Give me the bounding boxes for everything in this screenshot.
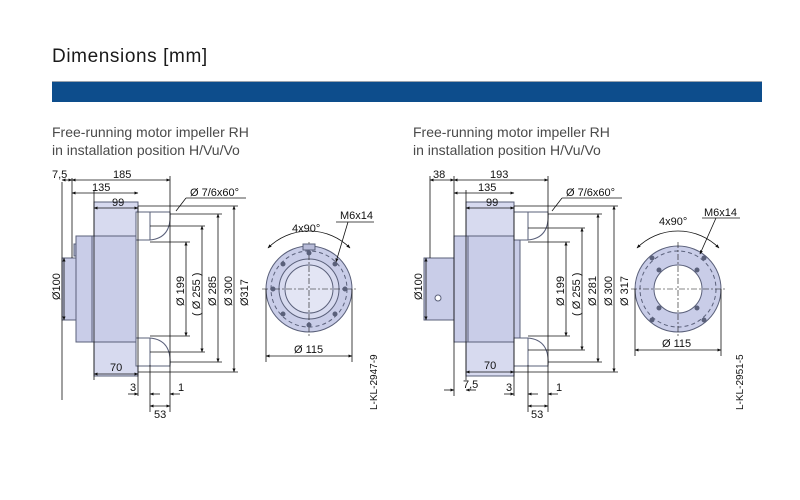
left-dim-7-5: 7,5: [52, 169, 67, 181]
left-dim-d317: Ø317: [239, 279, 251, 306]
header-bar: [52, 82, 762, 102]
left-front-labels: 4x90° M6x14 Ø 115 L-KL-2947-9: [292, 210, 380, 410]
right-dim-53: 53: [531, 409, 543, 421]
left-dim-d300: Ø 300: [223, 276, 235, 306]
right-front-dimension-lines: [634, 217, 740, 356]
left-dim-3: 3: [130, 382, 136, 394]
left-drawing-ref: L-KL-2947-9: [369, 354, 380, 410]
title-divider: [52, 81, 762, 82]
left-dim-99: 99: [112, 197, 124, 209]
left-front-view: [262, 242, 356, 336]
left-dim-135: 135: [92, 182, 110, 194]
left-dim-70: 70: [110, 362, 122, 374]
left-dim-thread: M6x14: [340, 210, 373, 222]
left-caption-line1: Free-running motor impeller RH: [52, 124, 249, 140]
left-dim-d255: ( Ø 255 ): [191, 273, 203, 316]
right-dim-193: 193: [490, 169, 508, 181]
right-dim-angle: 4x90°: [659, 216, 687, 228]
left-front-dimension-lines: [265, 221, 374, 362]
right-caption-line1: Free-running motor impeller RH: [413, 124, 610, 140]
left-caption-line2: in installation position H/Vu/Vo: [52, 142, 240, 158]
right-dim-3: 3: [506, 382, 512, 394]
left-side-labels: 7,5 185 135 99 Ø 7/6x60° Ø100 Ø 199 ( Ø …: [51, 169, 251, 421]
left-dim-185: 185: [113, 169, 131, 181]
right-dim-135: 135: [478, 182, 496, 194]
left-caption: Free-running motor impeller RH in instal…: [52, 123, 249, 159]
right-dim-7-5: 7,5: [463, 379, 478, 391]
left-side-view: [61, 201, 171, 377]
right-dim-hole: Ø 7/6x60°: [566, 187, 615, 199]
left-dim-d199: Ø 199: [175, 276, 187, 306]
right-front-view: [631, 242, 725, 336]
right-dim-99: 99: [486, 197, 498, 209]
right-dim-d115: Ø 115: [662, 338, 691, 350]
right-dim-d100: Ø100: [413, 273, 425, 300]
right-dim-38: 38: [433, 169, 445, 181]
left-side-dimension-lines: [61, 176, 246, 412]
right-side-labels: 38 193 135 99 Ø 7/6x60° Ø100 Ø 199 ( Ø 2…: [413, 169, 631, 421]
right-dim-70: 70: [484, 360, 496, 372]
right-caption-line2: in installation position H/Vu/Vo: [413, 142, 601, 158]
right-dim-d281: Ø 281: [587, 276, 599, 306]
left-dim-d100: Ø100: [51, 273, 63, 300]
right-dim-1: 1: [556, 382, 562, 394]
page-title: Dimensions [mm]: [52, 46, 208, 67]
right-dim-d199: Ø 199: [555, 276, 567, 306]
left-dim-angle: 4x90°: [292, 223, 320, 235]
right-dim-d255: ( Ø 255 ): [571, 273, 583, 316]
left-dim-d285: Ø 285: [207, 276, 219, 306]
right-dim-d317: Ø 317: [619, 276, 631, 306]
left-dim-53: 53: [154, 409, 166, 421]
right-side-dimension-lines: [424, 176, 622, 412]
right-side-view: [423, 201, 549, 377]
left-dim-hole: Ø 7/6x60°: [190, 187, 239, 199]
right-dim-thread: M6x14: [704, 207, 737, 219]
right-drawing-ref: L-KL-2951-5: [735, 354, 746, 410]
right-caption: Free-running motor impeller RH in instal…: [413, 123, 610, 159]
left-dim-1: 1: [178, 382, 184, 394]
left-dim-d115: Ø 115: [294, 344, 323, 356]
right-front-labels: 4x90° M6x14 Ø 115 L-KL-2951-5: [659, 207, 746, 410]
right-dim-d300: Ø 300: [603, 276, 615, 306]
